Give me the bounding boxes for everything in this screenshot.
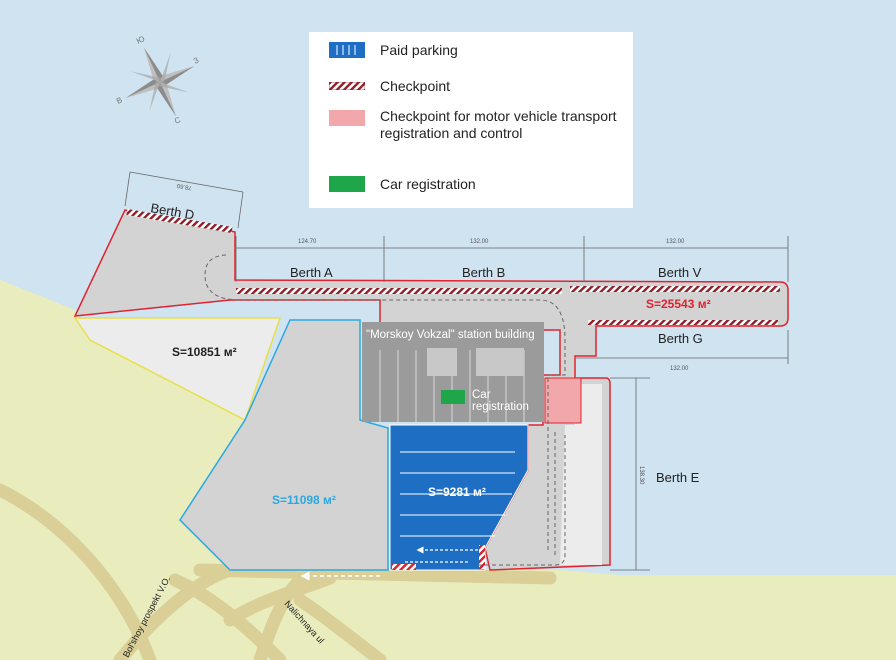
berth-v-edge	[570, 286, 780, 292]
vehicle-checkpoint-area	[544, 377, 582, 424]
checkpoint-parking	[479, 545, 485, 569]
legend-label-vehicle-checkpoint: Checkpoint for motor vehicle transport r…	[380, 108, 617, 141]
vehicle-checkpoint-swatch-icon	[329, 110, 365, 126]
dimension-lines	[124, 171, 789, 571]
paid-parking-swatch-icon	[329, 42, 365, 58]
building-block-left	[427, 348, 457, 376]
legend-label-car-registration: Car registration	[380, 176, 476, 192]
checkpoint-bottom	[392, 564, 416, 570]
roads	[0, 483, 557, 660]
legend-label-checkpoint: Checkpoint	[380, 78, 451, 94]
berth-g-edge	[588, 320, 778, 325]
legend: Paid parking Checkpoint Checkpoint for m…	[309, 32, 633, 208]
parking-lines	[400, 451, 515, 537]
area-red	[73, 209, 789, 571]
berth-d-edge	[126, 209, 233, 233]
land-left	[0, 280, 90, 340]
car-registration-swatch-icon	[329, 176, 365, 192]
legend-item-vehicle-checkpoint: Checkpoint for motor vehicle transport r…	[329, 108, 635, 142]
legend-label-paid-parking: Paid parking	[380, 42, 458, 58]
compass-icon	[125, 47, 195, 117]
area-cyan	[179, 319, 389, 571]
vehicle-route	[204, 254, 566, 566]
berth-e-pier	[560, 384, 602, 565]
building-block-right	[476, 348, 524, 376]
legend-item-checkpoint: Checkpoint	[329, 78, 450, 95]
legend-item-car-registration: Car registration	[329, 176, 476, 193]
checkpoint-swatch-icon	[329, 82, 365, 90]
berth-a-b-v-edge	[236, 288, 562, 294]
car-registration-marker	[441, 390, 465, 404]
legend-item-paid-parking: Paid parking	[329, 42, 458, 59]
